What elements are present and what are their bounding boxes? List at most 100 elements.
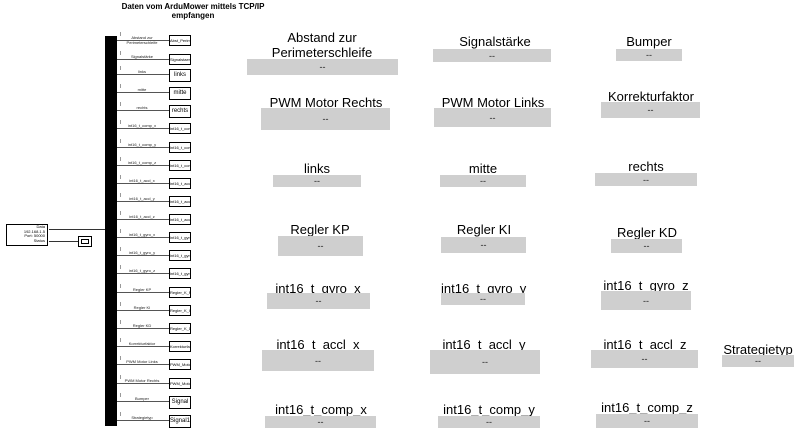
display-value-box[interactable]: --: [596, 414, 698, 428]
display-value-box[interactable]: --: [430, 350, 540, 374]
signal-marker: [120, 32, 123, 36]
goto-block[interactable]: int16_t_accl_x: [169, 178, 191, 189]
display-value-box[interactable]: --: [441, 293, 525, 305]
signal-wire: [117, 292, 169, 293]
display-label: Signalstärke: [459, 34, 531, 49]
goto-block[interactable]: int16_t_gyro_x: [169, 232, 191, 243]
display-value-box[interactable]: --: [267, 293, 370, 309]
display-value: --: [643, 174, 649, 185]
display-value: --: [643, 295, 649, 306]
display-value-box[interactable]: --: [434, 108, 551, 127]
goto-block[interactable]: int16_t_accl_z: [169, 214, 191, 225]
display-value-box[interactable]: --: [441, 237, 526, 253]
display-value-box[interactable]: --: [261, 108, 390, 130]
signal-wire: [117, 59, 169, 60]
display-label: int16_t_accl_y: [442, 337, 526, 352]
display-value-box[interactable]: --: [616, 49, 682, 61]
goto-block[interactable]: PWM_Motor_Rechts: [169, 378, 191, 389]
display-label: int16_t_gyro_x: [275, 281, 361, 296]
signal-label: int16_t_gyro_x: [128, 232, 156, 237]
demux-bus-bar[interactable]: [105, 36, 117, 426]
display-value-box[interactable]: --: [440, 175, 526, 187]
signal-marker: [120, 193, 123, 197]
signal-marker: [120, 393, 123, 397]
goto-block[interactable]: mitte: [169, 87, 191, 100]
goto-block[interactable]: Regler_K_I: [169, 305, 191, 316]
display-label: int16_t_comp_z: [601, 400, 693, 415]
goto-block[interactable]: int16_t_gyro_y: [169, 250, 191, 261]
display-label: Strategietyp: [723, 342, 793, 357]
signal-label: rechts: [136, 105, 148, 110]
display-value-box[interactable]: --: [265, 416, 376, 428]
signal-wire: [117, 92, 169, 93]
display-value-box[interactable]: --: [438, 416, 540, 428]
goto-block[interactable]: Signalstaerke: [169, 54, 191, 65]
display-label: int16_t_gyro_y: [441, 281, 527, 296]
goto-block[interactable]: Regler_K_D: [169, 323, 191, 334]
signal-label: PWM Motor Links: [126, 359, 158, 364]
goto-block[interactable]: links: [169, 69, 191, 82]
display-value-box[interactable]: --: [247, 59, 398, 75]
tcpip-receive-block[interactable]: Data 192.168.1.5 Port: 50000 Status: [6, 224, 48, 246]
display-value-box[interactable]: --: [591, 350, 698, 368]
signal-marker: [120, 139, 123, 143]
display-value-box[interactable]: --: [595, 173, 697, 186]
display-value-box[interactable]: --: [601, 102, 700, 118]
signal-marker: [120, 302, 123, 306]
goto-block[interactable]: int16_t_comp_x: [169, 123, 191, 134]
display-value: --: [480, 176, 486, 186]
signal-marker: [120, 157, 123, 161]
display-value-box[interactable]: --: [611, 239, 682, 253]
signal-label: Signalstärke: [130, 54, 153, 59]
display-label: Regler KD: [617, 225, 677, 240]
display-value-box[interactable]: --: [601, 291, 691, 310]
goto-block[interactable]: int16_t_comp_z: [169, 160, 191, 171]
goto-block[interactable]: rechts: [169, 105, 191, 118]
goto-block[interactable]: Signal: [169, 396, 191, 409]
signal-wire: [117, 201, 169, 202]
display-label: Bumper: [626, 34, 672, 49]
display-value: --: [315, 296, 322, 306]
display-label: rechts: [628, 159, 664, 174]
display-value: --: [755, 356, 761, 366]
signal-marker: [120, 265, 123, 269]
display-label: Regler KP: [290, 222, 350, 237]
goto-block[interactable]: Regler_K_P: [169, 287, 191, 298]
signal-wire: [117, 346, 169, 347]
display-value-box[interactable]: --: [262, 350, 374, 371]
goto-block[interactable]: Signal1: [169, 415, 191, 428]
display-label: int16_t_comp_y: [443, 402, 535, 417]
display-value: --: [314, 176, 320, 186]
signal-label: int16_t_accl_x: [129, 178, 155, 183]
signal-marker: [120, 51, 123, 55]
display-value-box[interactable]: --: [278, 236, 363, 256]
display-label: int16_t_accl_z: [603, 337, 687, 352]
goto-block[interactable]: int16_t_accl_y: [169, 196, 191, 207]
signal-wire: [117, 128, 169, 129]
display-value-box[interactable]: --: [273, 175, 361, 187]
signal-wire: [117, 273, 169, 274]
goto-block[interactable]: PWM_Motor_Links: [169, 359, 191, 370]
display-value: --: [322, 114, 329, 124]
display-value: --: [489, 50, 495, 61]
signal-wire: [117, 219, 169, 220]
signal-marker: [120, 338, 123, 342]
goto-block[interactable]: Korrekturfaktor: [169, 341, 191, 352]
display-label: int16_t_gyro_z: [603, 278, 689, 293]
goto-block[interactable]: int16_t_comp_y: [169, 142, 191, 153]
signal-wire: [117, 420, 169, 421]
diagram-title: Daten vom ArduMower mittels TCP/IP empfa…: [121, 2, 265, 20]
signal-label: Korrekturfaktor: [128, 341, 156, 346]
goto-block[interactable]: int16_t_gyro_z: [169, 268, 191, 279]
signal-wire: [117, 383, 169, 384]
status-scope-block[interactable]: [78, 236, 92, 247]
signal-wire: [117, 165, 169, 166]
display-value-box[interactable]: --: [722, 355, 794, 367]
signal-marker: [120, 120, 123, 124]
display-value-box[interactable]: --: [433, 49, 551, 62]
display-value: --: [482, 357, 488, 367]
signal-label: int16_t_gyro_y: [128, 250, 156, 255]
display-label: int16_t_accl_x: [276, 337, 360, 352]
scope-screen-icon: [81, 239, 89, 244]
goto-block[interactable]: Abst_Perimeters: [169, 35, 191, 46]
